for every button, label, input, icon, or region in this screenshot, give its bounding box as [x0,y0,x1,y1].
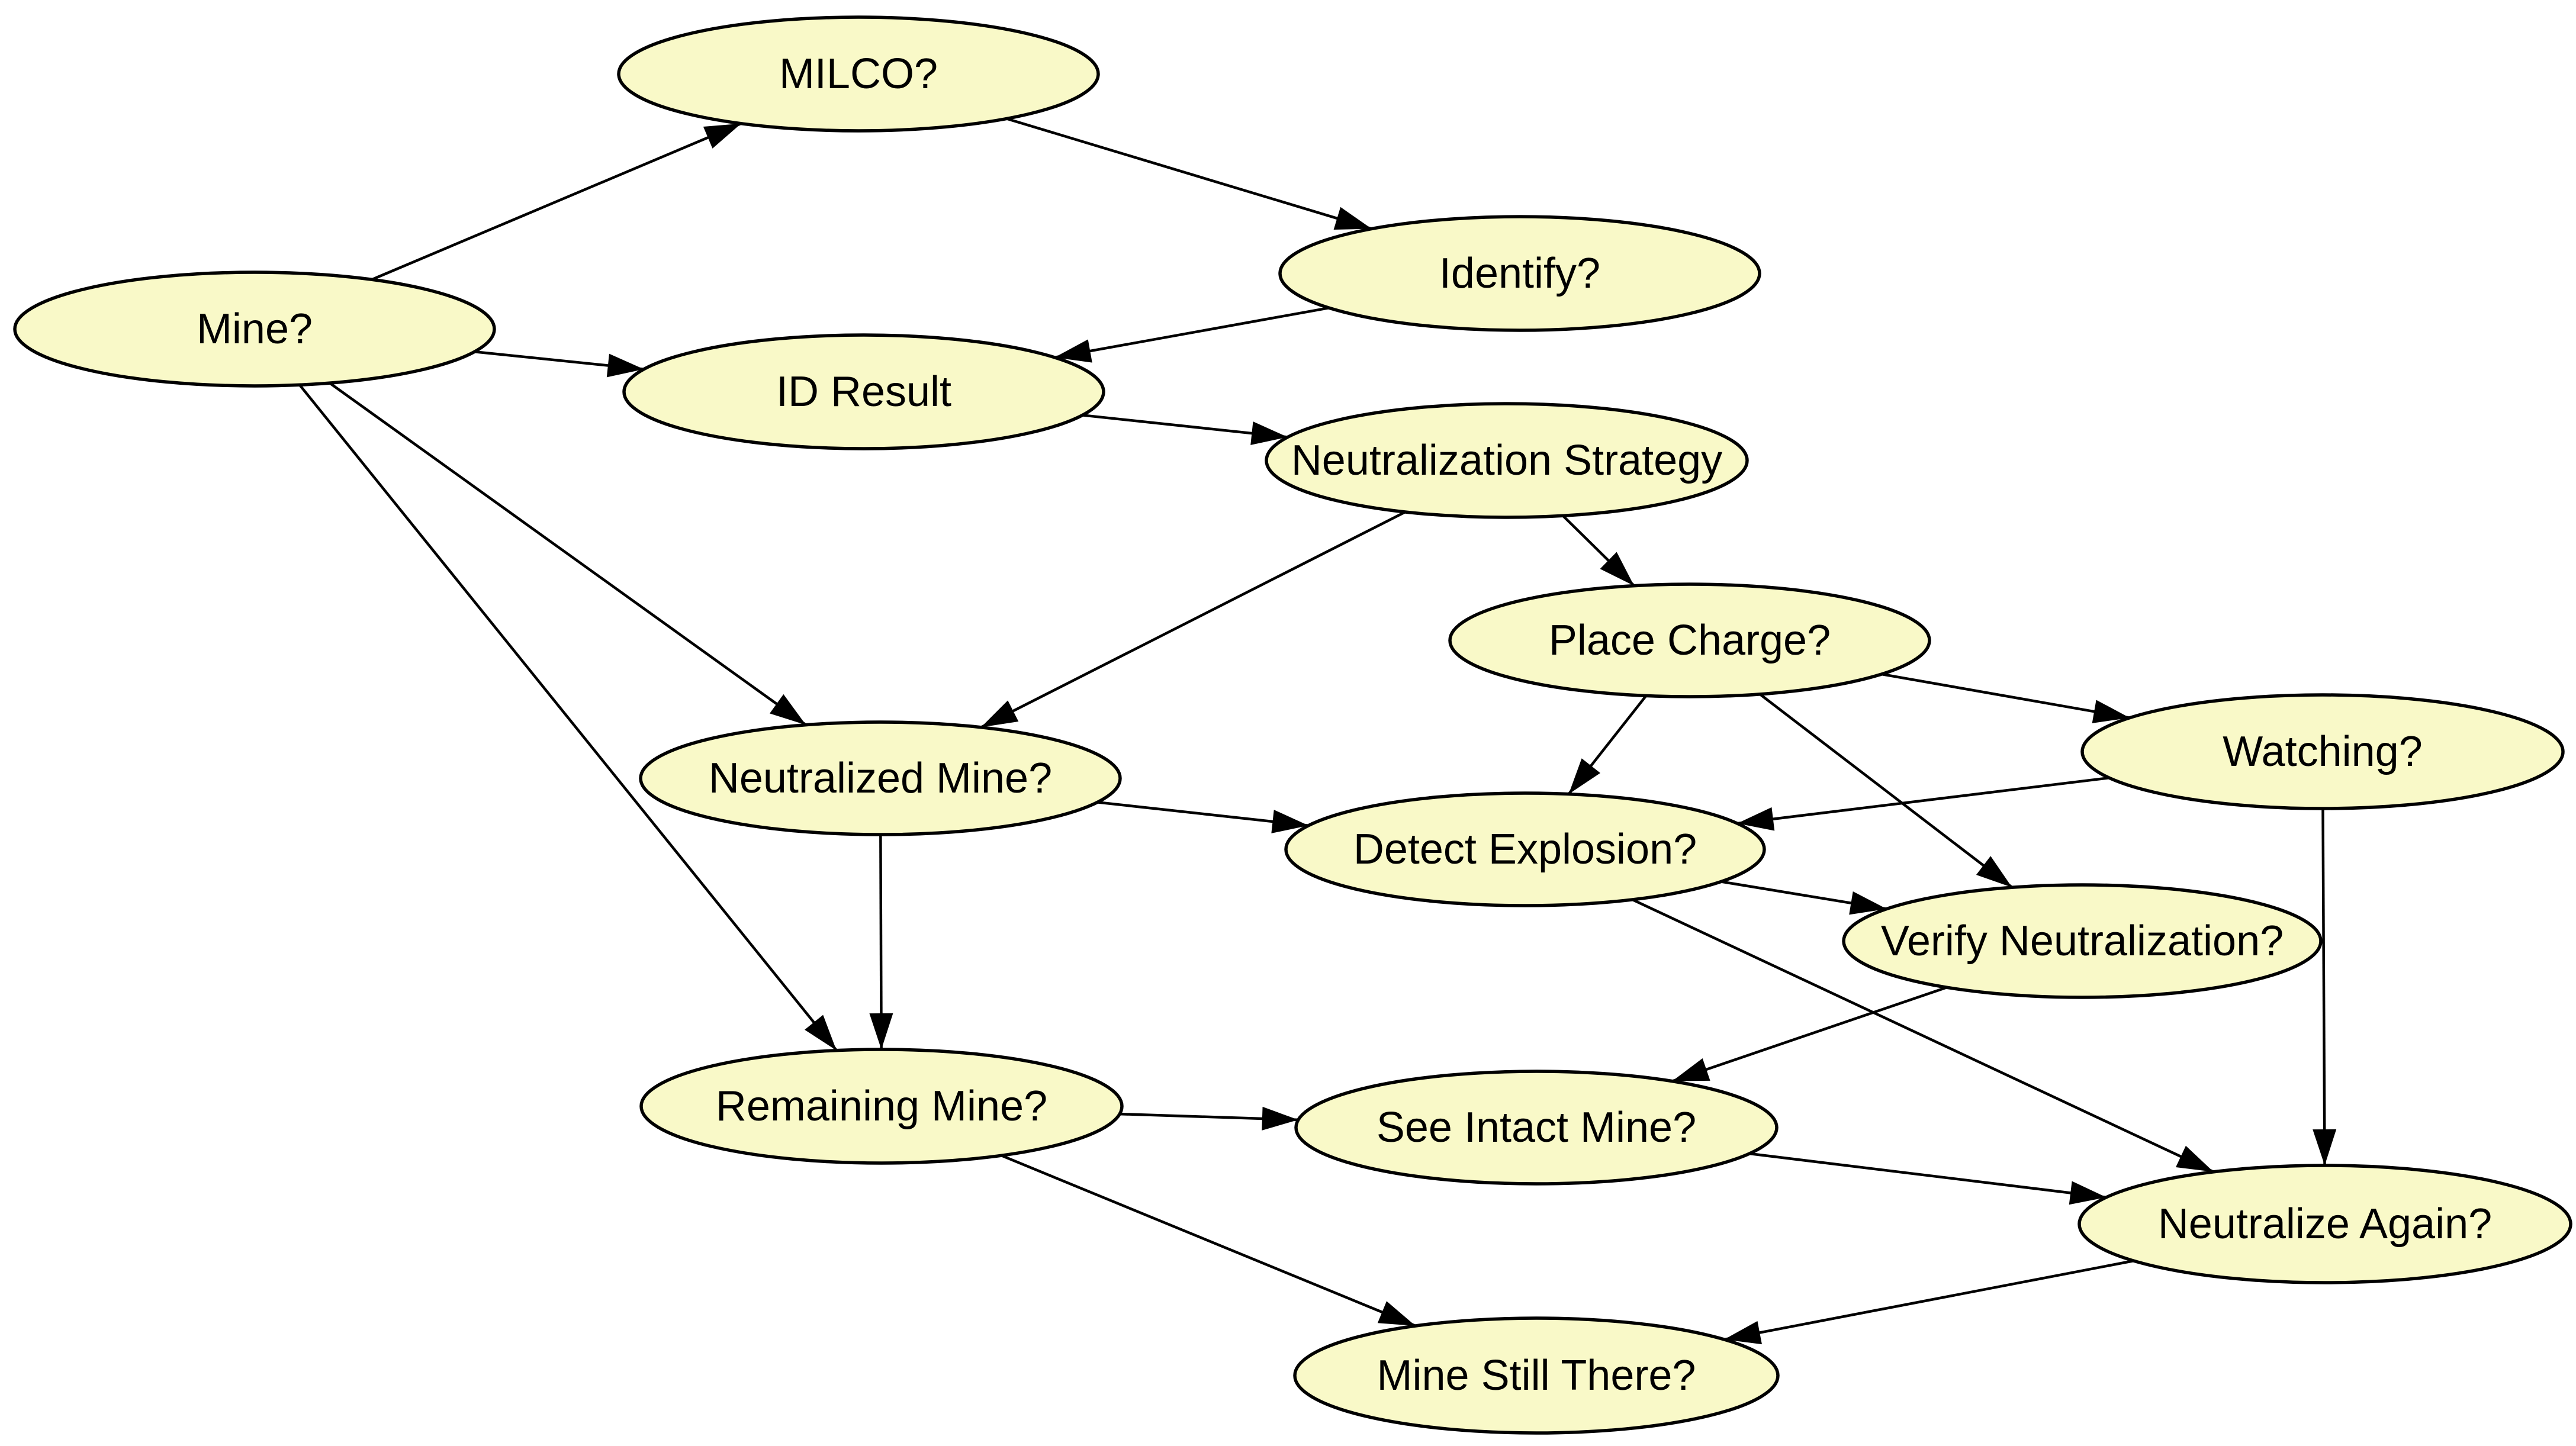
node-watching-shape [2080,693,2565,810]
edge-see-intact-mine-to-neutralize-again [1749,1152,2107,1205]
node-neutralized-mine-shape [639,720,1122,836]
node-mine-still-there-shape [1293,1316,1780,1435]
node-neutralized-mine: Neutralized Mine? [639,720,1122,836]
node-milco-label: MILCO? [779,50,938,98]
node-detect-explosion-label: Detect Explosion? [1353,826,1697,873]
node-neutralized-mine-label: Neutralized Mine? [709,755,1052,802]
node-milco: MILCO? [617,15,1100,133]
node-verify-neutralization: Verify Neutralization? [1842,883,2323,999]
node-verify-neutralization-label: Verify Neutralization? [1881,917,2284,965]
node-identify: Identify? [1278,215,1761,332]
edge-mine-to-id-result [474,350,644,378]
edge-detect-explosion-to-verify-neutralization [1720,880,1887,915]
edge-place-charge-to-detect-explosion [1567,695,1648,795]
edge-mine-to-neutralized-mine [329,382,807,726]
node-detect-explosion: Detect Explosion? [1284,791,1766,907]
edge-identify-to-id-result [1054,306,1330,363]
edge-id-result-to-neutralization-strategy [1082,414,1288,445]
edges-layer [298,117,2337,1345]
node-place-charge-shape [1448,582,1931,698]
node-neutralize-again: Neutralize Again? [2077,1164,2572,1284]
edge-watching-to-neutralize-again [2313,808,2337,1166]
edge-mine-to-milco [371,122,742,281]
node-neutralization-strategy-label: Neutralization Strategy [1291,437,1722,484]
node-mine-still-there: Mine Still There? [1293,1316,1780,1435]
edge-remaining-mine-to-see-intact-mine [1120,1106,1298,1131]
node-neutralization-strategy: Neutralization Strategy [1265,402,1749,519]
node-identify-label: Identify? [1439,250,1600,297]
node-id-result-label: ID Result [776,368,951,416]
edge-milco-to-identify [1006,117,1372,230]
nodes-layer: Mine? MILCO? Identify? ID ResultNeutralizat… [13,15,2572,1435]
edge-neutralized-mine-to-remaining-mine [869,834,893,1050]
node-verify-neutralization-shape [1842,883,2323,999]
node-id-result-shape [622,333,1105,450]
edge-mine-to-remaining-mine [298,384,838,1052]
node-remaining-mine-label: Remaining Mine? [716,1083,1047,1130]
node-remaining-mine-shape [639,1048,1124,1165]
node-neutralization-strategy-shape [1265,402,1749,519]
edge-neutralized-mine-to-detect-explosion [1097,801,1309,833]
node-milco-shape [617,15,1100,133]
node-neutralize-again-label: Neutralize Again? [2158,1200,2492,1248]
node-see-intact-mine-shape [1294,1070,1779,1186]
node-place-charge: Place Charge? [1448,582,1931,698]
node-neutralize-again-shape [2077,1164,2572,1284]
edge-place-charge-to-watching [1881,672,2130,723]
node-id-result: ID Result [622,333,1105,450]
node-mine: Mine? [13,270,496,388]
edge-remaining-mine-to-mine-still-there [1001,1154,1416,1328]
edge-neutralization-strategy-to-neutralized-mine [980,511,1406,729]
edge-place-charge-to-verify-neutralization [1759,693,2013,888]
node-watching-label: Watching? [2223,728,2423,775]
node-remaining-mine: Remaining Mine? [639,1048,1124,1165]
node-mine-still-there-label: Mine Still There? [1377,1352,1696,1399]
edge-watching-to-detect-explosion [1737,776,2109,831]
node-mine-shape [13,270,496,388]
node-detect-explosion-shape [1284,791,1766,907]
node-see-intact-mine-label: See Intact Mine? [1377,1104,1696,1151]
node-place-charge-label: Place Charge? [1549,617,1831,664]
edge-neutralization-strategy-to-place-charge [1562,514,1635,587]
node-see-intact-mine: See Intact Mine? [1294,1070,1779,1186]
node-identify-shape [1278,215,1761,332]
edge-detect-explosion-to-neutralize-again [1632,898,2214,1173]
node-watching: Watching? [2080,693,2565,810]
edge-neutralize-again-to-mine-still-there [1723,1259,2134,1345]
node-mine-label: Mine? [197,305,313,353]
edge-verify-neutralization-to-see-intact-mine [1671,986,1947,1083]
